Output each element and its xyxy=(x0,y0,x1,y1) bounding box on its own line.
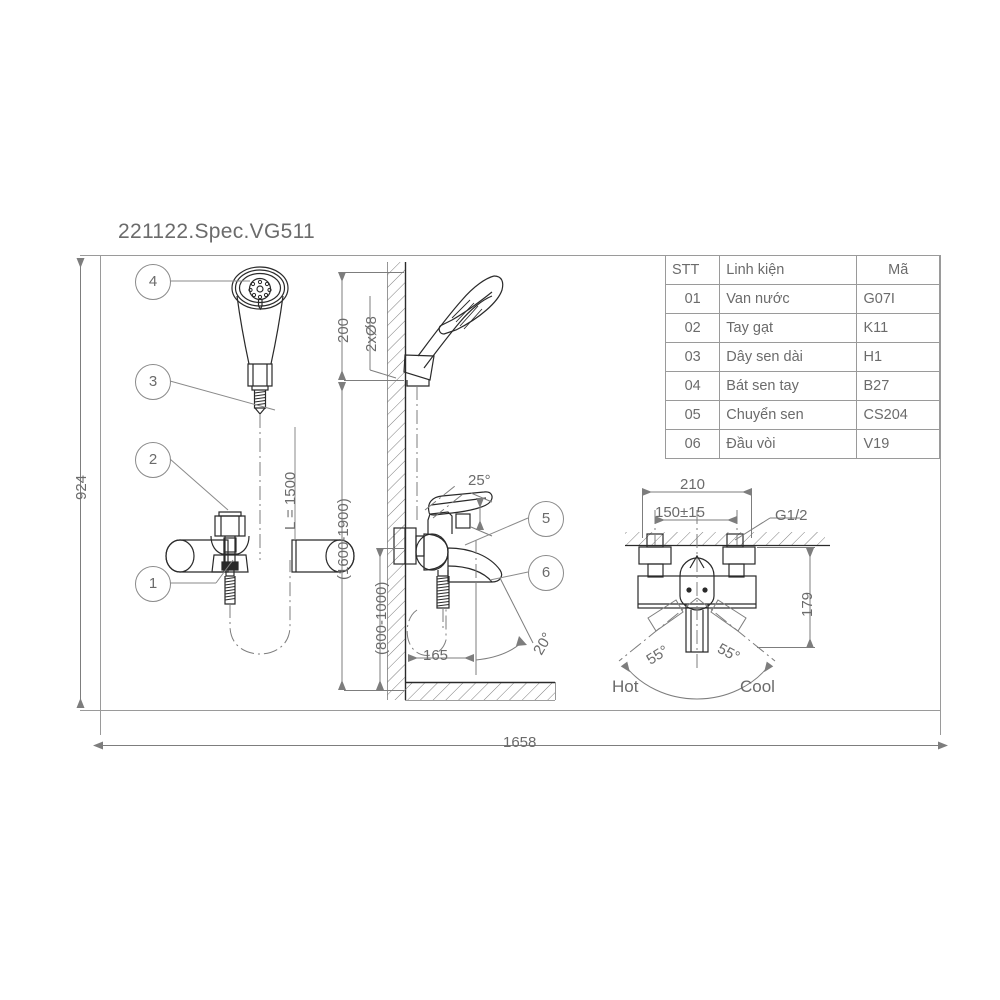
cell-stt: 04 xyxy=(664,371,721,401)
cell-name: Tay gạt xyxy=(719,313,858,343)
dim-lever-tilt: 25° xyxy=(468,472,491,489)
dim-inlet-spread-outer: 210 xyxy=(680,476,706,493)
cell-name: Van nước xyxy=(719,284,858,314)
plan-view xyxy=(618,488,830,700)
cell-name: Dây sen dài xyxy=(719,342,858,372)
overall-dimension-lines xyxy=(76,258,948,750)
cell-stt: 03 xyxy=(664,342,721,372)
header-code: Mã xyxy=(856,255,940,285)
cell-code: K11 xyxy=(856,313,940,343)
parts-table: STT Linh kiện Mã 01 Van nước G07I 02 Tay… xyxy=(664,255,940,459)
cell-name: Bát sen tay xyxy=(719,371,858,401)
mixer-body-side xyxy=(393,491,503,609)
page-title: 221122.Spec.VG511 xyxy=(118,220,315,243)
cell-code: B27 xyxy=(856,371,940,401)
dim-inlet-spread-centers: 150±15 xyxy=(655,504,705,521)
table-header-row: STT Linh kiện Mã xyxy=(664,255,940,285)
dim-bracket-holes: 2xØ8 xyxy=(363,316,380,352)
table-row: 01 Van nước G07I xyxy=(664,284,940,314)
table-row: 04 Bát sen tay B27 xyxy=(664,371,940,401)
plan-dimension-lines xyxy=(642,488,815,648)
callout-bubble-5: 5 xyxy=(528,501,564,537)
cell-stt: 01 xyxy=(664,284,721,314)
dim-body-height: 179 xyxy=(799,591,816,617)
front-elevation-view xyxy=(165,266,355,655)
spout-dimension xyxy=(408,577,534,675)
cell-code: G07I xyxy=(856,284,940,314)
side-centerlines xyxy=(406,386,477,675)
cell-stt: 02 xyxy=(664,313,721,343)
table-row: 06 Đầu vòi V19 xyxy=(664,429,940,459)
table-row: 05 Chuyển sen CS204 xyxy=(664,400,940,430)
side-elevation-view xyxy=(338,262,556,701)
cell-name: Đầu vòi xyxy=(719,429,858,459)
dim-hose-length: L = 1500 xyxy=(282,471,299,530)
cell-stt: 05 xyxy=(664,400,721,430)
header-name: Linh kiện xyxy=(719,255,858,285)
cell-name: Chuyển sen xyxy=(719,400,858,430)
dim-bracket-offset: 200 xyxy=(335,317,352,343)
dim-mixer-height-range: (800-1000) xyxy=(373,581,390,655)
mixer-body-front xyxy=(165,511,355,605)
label-cool: Cool xyxy=(740,677,775,696)
callout-bubble-4: 4 xyxy=(135,264,171,300)
dim-bracket-height-range: (1600-1900) xyxy=(335,498,352,580)
header-stt: STT xyxy=(664,255,721,285)
label-hot: Hot xyxy=(612,677,639,696)
callout-bubble-6: 6 xyxy=(528,555,564,591)
cell-code: V19 xyxy=(856,429,940,459)
side-callout-leaders xyxy=(464,517,529,581)
dim-overall-width: 1658 xyxy=(503,734,537,751)
callout-bubble-3: 3 xyxy=(135,364,171,400)
callout-bubble-2: 2 xyxy=(135,442,171,478)
handshower-side xyxy=(403,275,504,387)
cell-code: CS204 xyxy=(856,400,940,430)
dim-overall-height: 924 xyxy=(73,474,90,500)
dim-inlet-thread: G1/2 xyxy=(775,507,808,524)
hose-loop-front xyxy=(229,560,291,655)
callout-leader-lines xyxy=(169,280,276,584)
cell-stt: 06 xyxy=(664,429,721,459)
drawing-frame xyxy=(80,255,941,735)
swing-arcs xyxy=(620,661,774,700)
dim-spout-projection: 165 xyxy=(423,647,449,664)
handshower-front xyxy=(231,266,289,415)
wall-section xyxy=(387,262,556,701)
table-row: 03 Dây sen dài H1 xyxy=(664,342,940,372)
callout-bubble-1: 1 xyxy=(135,566,171,602)
plan-centerlines xyxy=(618,510,776,668)
table-row: 02 Tay gạt K11 xyxy=(664,313,940,343)
cell-code: H1 xyxy=(856,342,940,372)
vertical-dimension-lines xyxy=(338,272,404,691)
